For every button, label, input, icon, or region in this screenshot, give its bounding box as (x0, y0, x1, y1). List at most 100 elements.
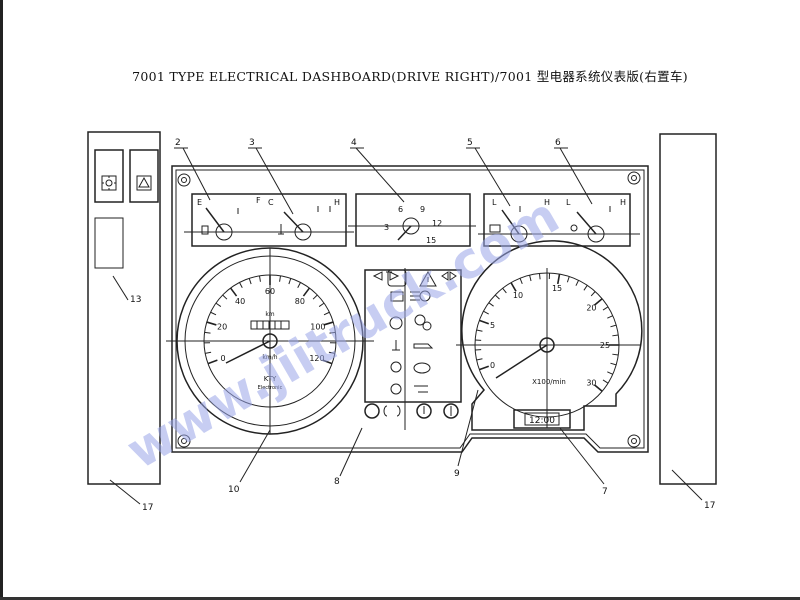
speedometer-tick-mark (210, 311, 217, 316)
rpm-unit-label: X100/min (532, 378, 566, 386)
speedometer-tick-mark (206, 321, 217, 326)
tachometer-tick-mark (602, 379, 609, 384)
digital-clock-readout: 12:00 (529, 416, 555, 426)
engine-icon (413, 362, 431, 374)
tire-icon (416, 403, 432, 419)
tachometer-tick-mark (610, 324, 617, 328)
clock-3: 3 (384, 223, 389, 232)
fuel-full-label: F (256, 196, 261, 205)
speedometer-tick-mark (258, 275, 261, 282)
battery-icon (489, 224, 501, 233)
speedometer-tick-mark (322, 359, 333, 365)
tachometer-tick-mark (602, 306, 609, 311)
tachometer-tick-mark (612, 334, 619, 337)
callout-2: 2 (175, 138, 181, 148)
gauge-box-right: L H L H (478, 193, 640, 247)
speedometer-tick-label: 100 (310, 323, 325, 332)
tachometer-tick-label: 25 (600, 341, 610, 350)
dashboard-outline (171, 165, 649, 453)
callout-5: 5 (467, 138, 473, 148)
tachometer-tick-mark (590, 291, 596, 297)
clock-gauge: 3 6 9 12 15 (348, 193, 476, 247)
callout-6: 6 (555, 138, 561, 148)
fuel-pump-icon (201, 225, 209, 235)
speedometer-tick-mark (207, 359, 218, 365)
tachometer-tick-label: 0 (490, 361, 495, 370)
air-low-label: L (566, 198, 571, 207)
tachometer-tick-mark (494, 294, 500, 300)
speedometer-tick-mark (302, 287, 311, 297)
speedometer-tick-mark (215, 302, 222, 307)
speedometer-tick-mark (328, 351, 335, 354)
tachometer-tick-mark (612, 353, 619, 356)
abs-icon (364, 403, 380, 419)
hazard-warning-icon (419, 270, 437, 287)
speedometer-tick-mark (279, 275, 282, 282)
tachometer-tick-mark (583, 285, 588, 291)
tachometer-tick-mark (556, 273, 561, 285)
callout-9: 9 (454, 469, 460, 479)
screw-bottom-left (177, 434, 191, 448)
callout-8: 8 (334, 477, 340, 487)
brand-label: KTY (264, 375, 277, 383)
speedometer-tick-label: 120 (309, 354, 324, 363)
water-temp-warning-icon (392, 340, 400, 351)
clock-6: 6 (398, 205, 403, 214)
brand-subtitle: Electronic (258, 385, 283, 391)
speedometer-tick-mark (222, 294, 228, 300)
exhaust-brake-icon (414, 314, 426, 326)
left-side-panel (87, 131, 161, 485)
tachometer-tick-mark (607, 371, 613, 375)
tachometer-tick-label: 20 (586, 304, 596, 313)
odometer-label: km (265, 311, 274, 318)
tachometer-tick-mark (502, 287, 507, 294)
oil-pressure-icon (413, 343, 434, 349)
glow-plug-icon (390, 361, 402, 373)
speedometer-tick-mark (323, 311, 330, 316)
high-beam-icon (410, 291, 420, 301)
battery-warning-icon (390, 291, 404, 302)
clock-9: 9 (420, 205, 425, 214)
speedometer-tick-label: 80 (295, 297, 305, 306)
callout-17-right: 17 (704, 501, 715, 511)
speedometer-tick-mark (204, 331, 211, 334)
hazard-switch-icon (138, 176, 150, 188)
tachometer-tick-mark (575, 280, 580, 286)
callout-3: 3 (249, 138, 255, 148)
callout-4: 4 (351, 138, 357, 148)
right-side-panel (659, 133, 717, 485)
tachometer-tick-mark (593, 298, 603, 306)
gauge-box-left: E F C H (184, 193, 354, 247)
watermark-text: www.jiitruck.com (117, 186, 569, 480)
tachometer-tick-mark (476, 358, 483, 361)
speedometer-tick-mark (329, 331, 336, 334)
tachometer-tick-mark (529, 275, 532, 282)
callout-13: 13 (130, 295, 141, 305)
scan-edge-left (0, 0, 3, 600)
speedometer-tick-label: 60 (265, 287, 275, 296)
tachometer-tick-mark (566, 276, 570, 283)
tachometer-tick-label: 10 (513, 291, 523, 300)
temp-cold-label: C (268, 198, 274, 207)
speedometer-tick-mark (318, 302, 325, 307)
oil-level-icon (414, 385, 428, 393)
air-pressure-icon (570, 224, 578, 232)
speed-unit-label: km/h (262, 354, 277, 361)
callout-17-left: 17 (142, 503, 153, 513)
screw-bottom-right (627, 434, 641, 448)
clock-15: 15 (426, 236, 436, 245)
brake-warning-icon (389, 316, 403, 330)
oil-high-label: H (544, 198, 550, 207)
callout-numbers: 2 3 4 5 6 13 17 10 8 9 7 17 (130, 138, 715, 513)
tachometer-tick-mark (538, 273, 541, 280)
warning-light-panel (364, 268, 462, 430)
tachometer-tick-label: 15 (552, 284, 562, 293)
speedometer-tick-mark (288, 278, 292, 285)
steering-icon (390, 383, 402, 395)
screw-top-left (177, 173, 191, 187)
speedometer-tick-mark (323, 321, 334, 326)
trailer-turn-icon (441, 271, 457, 281)
tachometer-tick-mark (510, 282, 517, 292)
